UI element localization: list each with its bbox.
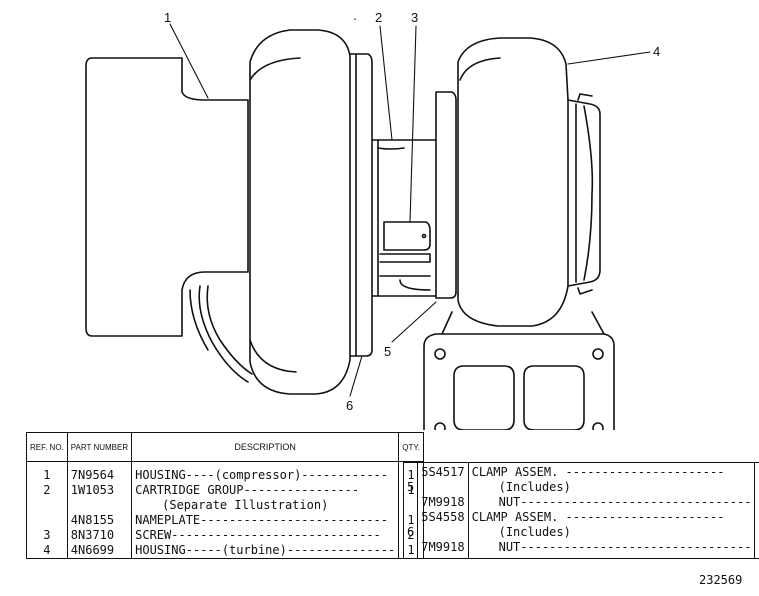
- description: CLAMP ASSEM. ----------------------: [467, 462, 755, 480]
- quantity: 2: [398, 528, 424, 543]
- description: (Separate Illustration): [131, 498, 399, 513]
- description: NUT--------------------------------: [467, 495, 755, 510]
- parts-list-left: REF. NO. PART NUMBER DESCRIPTION QTY. 1 …: [26, 432, 424, 559]
- quantity: 1: [398, 461, 424, 483]
- turbocharger-drawing: 1 2 3 4 5 6: [85, 10, 660, 430]
- quantity: 1: [398, 483, 424, 498]
- description: HOUSING----(compressor)------------: [131, 461, 399, 483]
- exhaust-flange: [423, 311, 615, 430]
- description: NUT--------------------------------: [467, 540, 755, 559]
- description: HOUSING-----(turbine)---------------: [131, 543, 399, 559]
- callout-labels: 1 2 3 4 5 6: [164, 10, 660, 413]
- part-number: [417, 480, 469, 495]
- quantity: 1: [398, 543, 424, 559]
- callout-4: 4: [653, 44, 660, 59]
- compressor-housing: [85, 29, 351, 395]
- quantity: 1: [754, 540, 759, 559]
- part-number: 7M9918: [417, 495, 469, 510]
- callout-6: 6: [346, 398, 353, 413]
- table-row: 7M9918 NUT------------------------------…: [404, 495, 759, 510]
- table-row: 4 4N6699 HOUSING-----(turbine)----------…: [27, 543, 424, 559]
- table-row: 4N8155 NAMEPLATE------------------------…: [27, 513, 424, 528]
- figure-number: 232569: [699, 573, 743, 587]
- part-number: 7M9918: [417, 540, 469, 559]
- turbine-housing: [457, 37, 601, 327]
- ref-no: [27, 498, 68, 513]
- description: (Includes): [467, 525, 755, 540]
- callout-5: 5: [384, 344, 391, 359]
- header-description: DESCRIPTION: [131, 432, 399, 462]
- part-number: 4N6699: [66, 543, 132, 559]
- quantity: [398, 498, 424, 513]
- part-number: [417, 525, 469, 540]
- table-row: 3 8N3710 SCREW--------------------------…: [27, 528, 424, 543]
- ref-no: 5: [407, 480, 415, 494]
- table-row: 1 7N9564 HOUSING----(compressor)--------…: [27, 461, 424, 483]
- quantity: 1: [754, 462, 759, 480]
- ref-no: 6: [407, 525, 415, 539]
- ref-no: [404, 510, 418, 525]
- part-number: 1W1053: [66, 483, 132, 498]
- parts-list-right: 5S4517 CLAMP ASSEM. --------------------…: [403, 462, 759, 559]
- callout-1: 1: [164, 10, 171, 25]
- quantity: 1: [754, 510, 759, 525]
- table-row: 6 (Includes): [404, 525, 759, 540]
- nameplate: [383, 221, 431, 251]
- clamp-ring-6: [349, 53, 373, 357]
- callout-2: 2: [375, 10, 382, 25]
- description: NAMEPLATE--------------------------: [131, 513, 399, 528]
- description: CLAMP ASSEM. ----------------------: [467, 510, 755, 525]
- ref-no: [404, 495, 418, 510]
- table-row: (Separate Illustration): [27, 498, 424, 513]
- description: (Includes): [467, 480, 755, 495]
- ref-no: [404, 463, 418, 481]
- clamp-ring-5: [435, 91, 457, 299]
- part-number: 4N8155: [66, 513, 132, 528]
- ref-no: [404, 540, 418, 559]
- callout-leaders: [169, 23, 651, 397]
- ref-no: 4: [43, 543, 51, 557]
- quantity: 1: [398, 513, 424, 528]
- table-row: 5 (Includes): [404, 480, 759, 495]
- header-ref-no: REF. NO.: [26, 432, 68, 462]
- part-number: 5S4558: [417, 510, 469, 525]
- quantity: [754, 525, 759, 540]
- part-number: [66, 498, 132, 513]
- table-row: 5S4558 CLAMP ASSEM. --------------------…: [404, 510, 759, 525]
- table-row: 2 1W1053 CARTRIDGE GROUP----------------…: [27, 483, 424, 498]
- part-number: 5S4517: [417, 462, 469, 480]
- ref-no: 2: [43, 483, 51, 497]
- header-qty: QTY.: [398, 432, 424, 462]
- stray-mark: .: [352, 12, 359, 23]
- cartridge-group: [371, 139, 437, 297]
- description: SCREW-----------------------------: [131, 528, 399, 543]
- header-part-number: PART NUMBER: [66, 432, 132, 462]
- quantity: 1: [754, 495, 759, 510]
- callout-3: 3: [411, 10, 418, 25]
- quantity: [754, 480, 759, 495]
- description: CARTRIDGE GROUP----------------: [131, 483, 399, 498]
- part-number: 8N3710: [66, 528, 132, 543]
- ref-no: 1: [43, 468, 51, 482]
- ref-no: 3: [43, 528, 51, 542]
- part-number: 7N9564: [66, 461, 132, 483]
- ref-no: [27, 513, 68, 528]
- table-row: 5S4517 CLAMP ASSEM. --------------------…: [404, 462, 759, 481]
- table-row: 7M9918 NUT------------------------------…: [404, 540, 759, 559]
